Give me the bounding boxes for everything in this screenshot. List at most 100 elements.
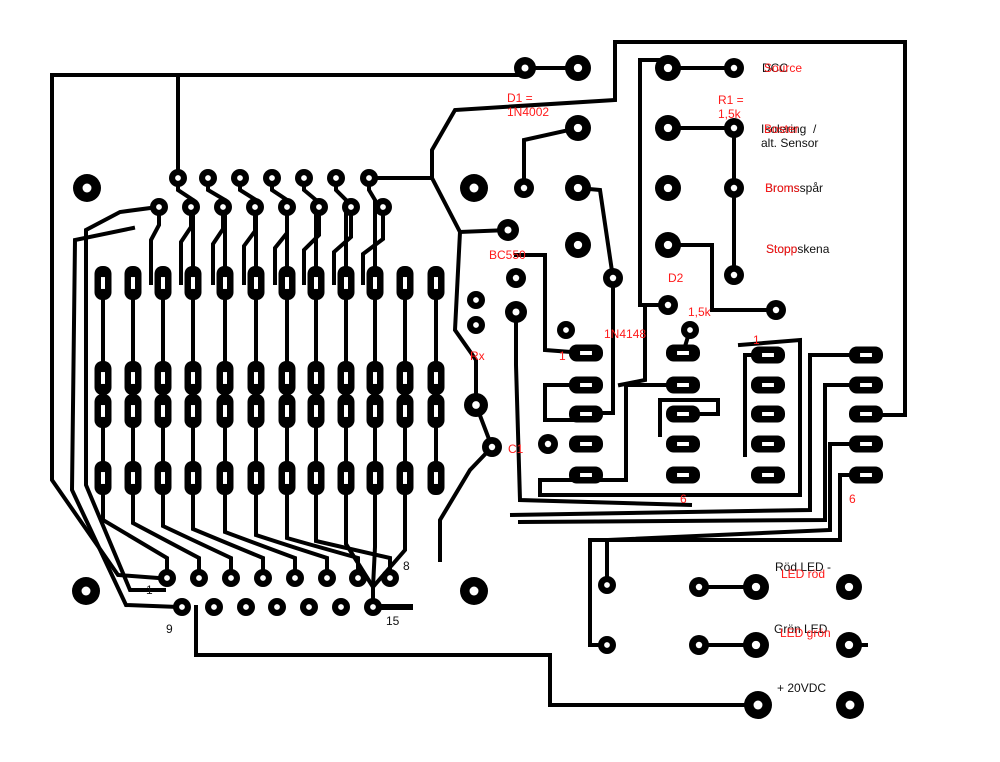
array-pad-c1-r3 xyxy=(94,394,112,428)
label-rod-led: Röd LED - xyxy=(775,560,832,574)
ic2-pin-right-2 xyxy=(849,376,883,394)
label-supply: + 20VDC xyxy=(777,681,827,695)
dsub-pin-4 xyxy=(254,569,272,587)
ic2-pin-right-4 xyxy=(849,435,883,453)
header-pin-row2-1 xyxy=(150,198,168,216)
supply-trace xyxy=(194,605,760,707)
dsub-pin-9 xyxy=(173,598,191,616)
label-d2: D2 xyxy=(668,271,684,285)
right-pad-1 xyxy=(655,55,681,81)
label-bc550: BC550 xyxy=(489,248,526,262)
array-pad-c5-r1 xyxy=(216,266,234,300)
ic2-pin-left-2 xyxy=(751,376,785,394)
array-pad-c6-r4 xyxy=(247,461,265,495)
array-pad-c4-r2 xyxy=(184,361,202,395)
dsub-pin-2 xyxy=(190,569,208,587)
label-conn-1: 1 xyxy=(146,583,153,597)
d2-trace xyxy=(575,185,616,281)
diode-pad-1 xyxy=(565,115,591,141)
label-bromsspar: Bromsspår xyxy=(765,181,824,195)
array-pad-c1-r1 xyxy=(94,266,112,300)
array-pad-c9-r3 xyxy=(337,394,355,428)
array-pad-c6-r1 xyxy=(247,266,265,300)
diode-pad-2 xyxy=(514,178,534,198)
ic1-pin-right-5 xyxy=(666,466,700,484)
array-pad-c9-r2 xyxy=(337,361,355,395)
ic1-pin-right-4 xyxy=(666,435,700,453)
c1-pad xyxy=(482,437,502,457)
array-pad-c3-r3 xyxy=(154,394,172,428)
left-outer-trace-1 xyxy=(84,204,166,592)
array-pad-c3-r1 xyxy=(154,266,172,300)
r15k-trace xyxy=(666,243,778,312)
header-pin-top-7 xyxy=(360,169,378,187)
led-green-pad-b xyxy=(689,635,709,655)
header-pin-row2-3 xyxy=(214,198,232,216)
dcc-terminal xyxy=(724,58,744,78)
label-c1: C1 xyxy=(508,442,524,456)
copper-pads xyxy=(72,55,883,719)
header-pin-top-6 xyxy=(327,169,345,187)
label-d1: D1 = 1N4002 xyxy=(507,91,550,119)
ic1-pin-left-3 xyxy=(569,405,603,423)
array-pad-c8-r1 xyxy=(307,266,325,300)
array-pad-c7-r2 xyxy=(278,361,296,395)
array-pad-c6-r3 xyxy=(247,394,265,428)
dsub-pin-5 xyxy=(286,569,304,587)
dcc-source-trace xyxy=(638,58,670,307)
ic1-bus-trace xyxy=(538,337,802,497)
d1-trace xyxy=(522,125,581,190)
array-pad-c11-r2 xyxy=(396,361,414,395)
ic1-pin-right-2 xyxy=(666,376,700,394)
label-conn-15: 15 xyxy=(386,614,400,628)
array-pad-c10-r1 xyxy=(366,266,384,300)
rx-pad-a xyxy=(467,291,485,309)
right-pad-3 xyxy=(655,175,681,201)
header-pin-row2-7 xyxy=(342,198,360,216)
dsub-trace-3 xyxy=(161,476,233,580)
array-pad-c7-r3 xyxy=(278,394,296,428)
rx-pad-b xyxy=(467,316,485,334)
diode-pad-3 xyxy=(565,175,591,201)
ic2-pin-right-1 xyxy=(849,346,883,364)
header-pin-top-5 xyxy=(295,169,313,187)
led-red-pad-b xyxy=(689,577,709,597)
led-green-pad-a xyxy=(598,636,616,654)
ic2-pin-left-3 xyxy=(751,405,785,423)
ic1-loop2-trace xyxy=(658,398,720,437)
ic2-pin-right-3 xyxy=(849,405,883,423)
header-pin-row2-5 xyxy=(278,198,296,216)
led-red-trace xyxy=(605,442,868,587)
array-pad-c7-r1 xyxy=(278,266,296,300)
header-pin-top-3 xyxy=(231,169,249,187)
led-red-terminal-b xyxy=(836,574,862,600)
label-1n4148: 1N4148 xyxy=(604,327,647,341)
label-boster: Boster xyxy=(764,122,799,136)
array-pad-c2-r3 xyxy=(124,394,142,428)
label-dcc: DCC xyxy=(762,61,788,75)
label-stoppskena: Stoppskena xyxy=(766,242,830,256)
array-pad-c5-r2 xyxy=(216,361,234,395)
rx-pad-c xyxy=(464,393,488,417)
array-pad-c10-r3 xyxy=(366,394,384,428)
dsub-trace-11 xyxy=(371,476,407,609)
label-ic1-pin1: 1 xyxy=(559,349,566,363)
array-pad-c12-r1 xyxy=(427,266,445,300)
d2-pad-a xyxy=(603,268,623,288)
label-conn-8: 8 xyxy=(403,559,410,573)
ic2-pin-left-4 xyxy=(751,435,785,453)
ic1-pin-right-3 xyxy=(666,405,700,423)
dsub-pin-8 xyxy=(381,569,399,587)
left-outer-trace-3 xyxy=(50,73,161,581)
fan-trace-7 xyxy=(332,205,353,285)
array-pad-c10-r2 xyxy=(366,361,384,395)
array-pad-c8-r4 xyxy=(307,461,325,495)
array-pad-c5-r3 xyxy=(216,394,234,428)
dsub-pin-7 xyxy=(349,569,367,587)
array-pad-c11-r3 xyxy=(396,394,414,428)
header-pin-top-2 xyxy=(199,169,217,187)
array-pad-c2-r1 xyxy=(124,266,142,300)
dsub-pin-1 xyxy=(158,569,176,587)
led-green-trace xyxy=(588,473,868,647)
label-isolering: Isolering / alt. Sensor xyxy=(761,122,819,150)
